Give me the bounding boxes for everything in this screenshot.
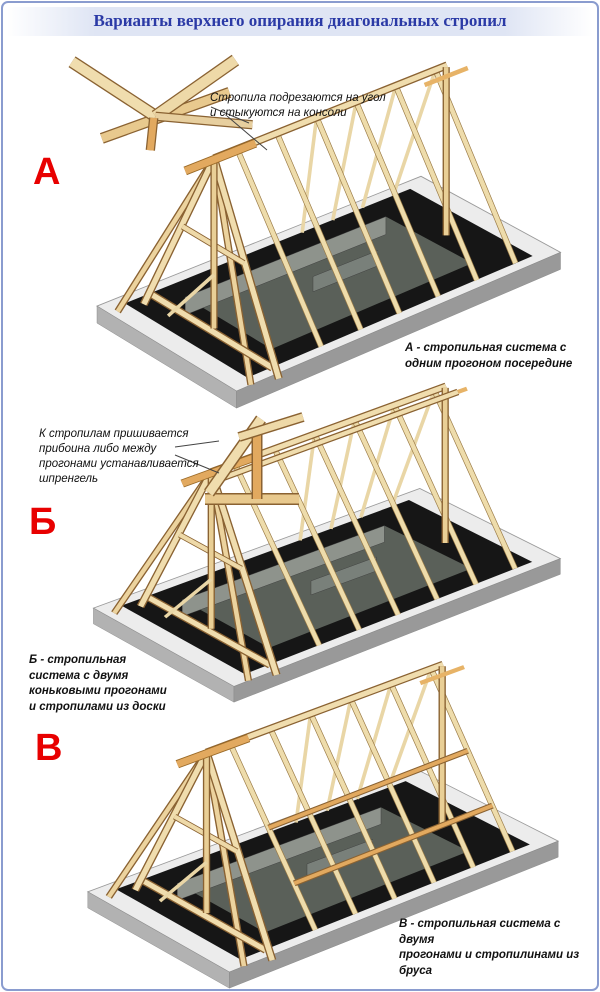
section-v-letter: В [35,727,63,769]
corner-joint-detail-a-icon [68,54,253,151]
sprengel-detail-b-icon [204,412,305,505]
roof-diagram-v [33,651,581,989]
page-title: Варианты верхнего опирания диагональных … [7,7,593,36]
section-v-caption: В - стропильная система с двумя прогонам… [399,918,580,977]
section-b-caption: Б - стропильная система с двумя коньковы… [29,654,167,713]
section-b-letter: Б [29,501,57,543]
section-a-annotation: Стропила подрезаются на угол и стыкуются… [210,92,386,119]
section-a-caption: А - стропильная система с одним прогоном… [405,342,573,370]
section-a-letter: А [33,151,61,193]
section-b-annotation: К стропилам пришивается прибоина либо ме… [39,428,199,485]
